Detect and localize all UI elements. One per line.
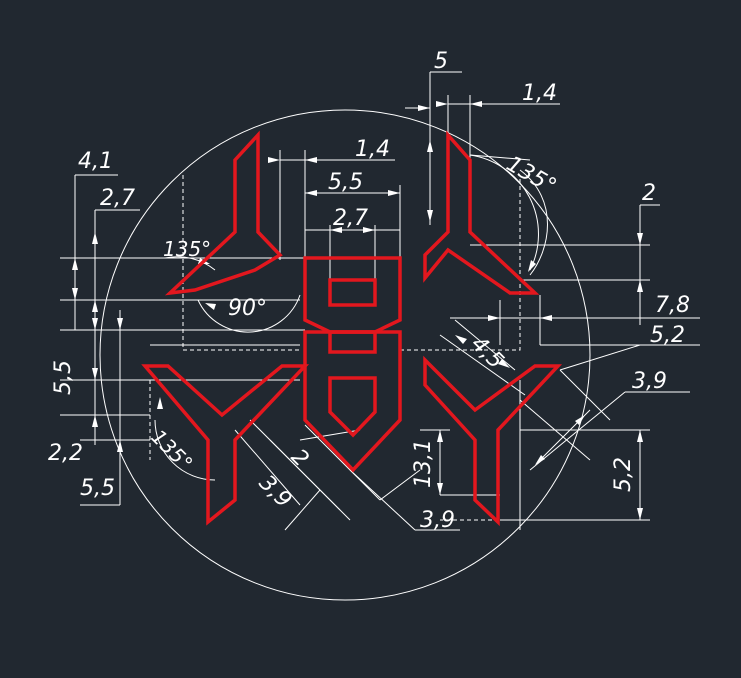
dim-label-top-offset: 1,4: [522, 81, 557, 106]
dimension-arrows: [72, 101, 643, 520]
dim-label-left-22: 2,2: [48, 441, 83, 466]
y-shape-top-left: [164, 130, 283, 296]
dim-label-slot-inner: 2,7: [333, 206, 368, 231]
dim-label-vert-131: 13,1: [411, 439, 436, 488]
center-upper-block: [303, 256, 402, 334]
dim-label-left-41: 4,1: [78, 149, 113, 174]
dim-label-right-52a: 5,2: [650, 323, 685, 348]
dimension-labels: 5 1,4 135° 1,4 5,5 2,7 4,1 2,7 135° 90° …: [48, 49, 690, 533]
dim-label-angle-top-left: 135°: [163, 237, 211, 261]
center-connector: [328, 330, 377, 354]
center-upper-slot: [328, 278, 377, 307]
dim-label-angle-bottom-left: 135°: [146, 425, 197, 476]
y-shape-bottom-right: [423, 355, 563, 527]
dim-label-left-55a: 5,5: [51, 360, 76, 395]
dim-label-angle-center: 90°: [228, 296, 267, 321]
construction-circle: [99, 109, 591, 601]
y-shape-top-right: [423, 130, 540, 295]
hidden-outline-upper: [182, 175, 521, 351]
dim-label-slot-width: 5,5: [328, 170, 363, 195]
dim-label-diag-2: 2: [286, 445, 314, 473]
center-lower-slot: [328, 376, 377, 438]
center-lower-block: [303, 330, 402, 473]
dim-label-angle-top-right: 135°: [502, 152, 560, 200]
part-outline: [141, 130, 563, 527]
dim-label-diag-39b: 3,9: [420, 508, 455, 533]
dim-label-diag-45: 4,5: [466, 332, 508, 374]
dim-label-left-55b: 5,5: [80, 476, 115, 501]
dim-label-slot-offset: 1,4: [355, 137, 390, 162]
dim-label-right-2: 2: [642, 181, 656, 206]
dim-label-right-39: 3,9: [632, 369, 667, 394]
y-shape-bottom-left: [141, 364, 310, 526]
dim-label-left-27: 2,7: [100, 186, 135, 211]
dim-label-right-52b: 5,2: [611, 457, 636, 492]
dim-label-right-78: 7,8: [655, 293, 690, 318]
dim-label-diag-39a: 3,9: [254, 471, 296, 513]
dim-label-top-gap: 5: [434, 49, 448, 74]
